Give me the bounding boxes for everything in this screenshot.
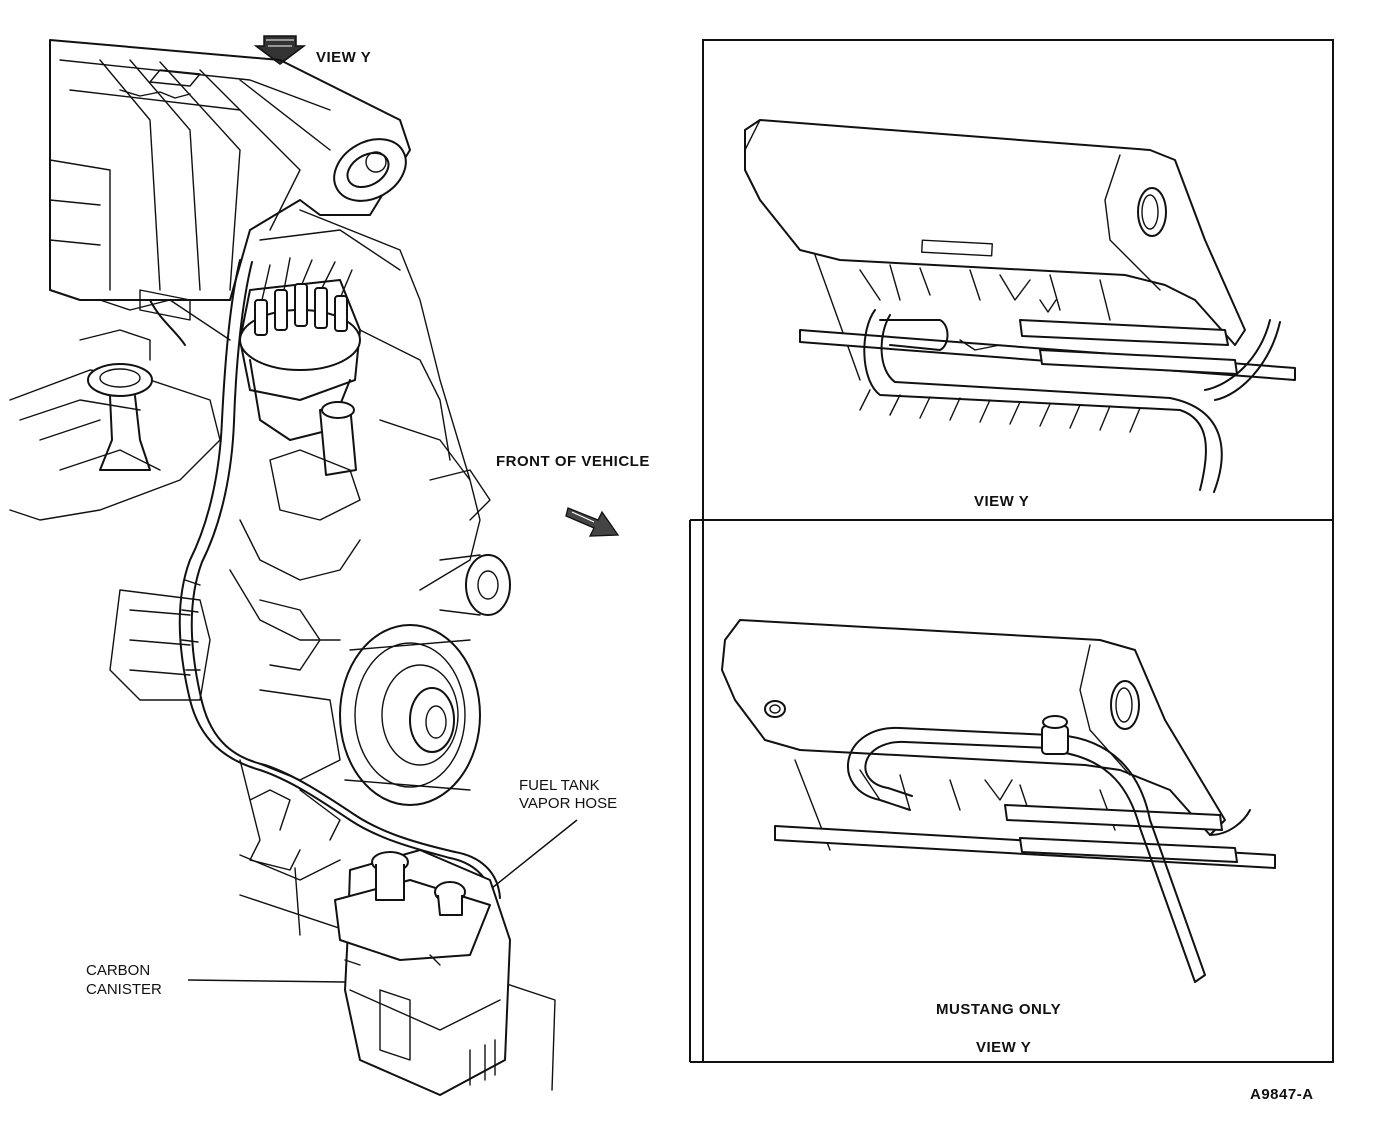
upper-view-assembly xyxy=(744,119,1296,493)
carbon-canister xyxy=(239,849,556,1096)
canister-leader xyxy=(187,979,346,983)
lower-view-assembly xyxy=(721,619,1276,983)
carbon-canister-label-2: CANISTER xyxy=(86,981,162,998)
fuel-tank-vapor-hose-label-2: VAPOR HOSE xyxy=(519,795,618,812)
canister-bracket-area xyxy=(239,759,341,881)
carbon-canister-label-1: CARBON xyxy=(86,962,151,979)
engine-block xyxy=(109,209,511,806)
figure-id-label: A9847-A xyxy=(1250,1086,1314,1103)
view-y-top-label: VIEW Y xyxy=(316,49,372,66)
view-y-lower-panel-label: VIEW Y xyxy=(976,1039,1032,1056)
engine-illustration xyxy=(9,35,620,1096)
vapor-hose xyxy=(178,259,501,901)
view-y-upper-panel-label: VIEW Y xyxy=(974,493,1030,510)
vapor-hose-leader xyxy=(491,819,578,889)
panel-frame xyxy=(702,39,1334,1063)
view-y-arrow xyxy=(253,35,307,65)
mustang-only-label: MUSTANG ONLY xyxy=(936,1001,1062,1018)
fuel-tank-vapor-hose-label-1: FUEL TANK xyxy=(519,777,600,794)
intake-plenum xyxy=(49,39,411,301)
front-arrow xyxy=(565,507,620,537)
front-of-vehicle-label: FRONT OF VEHICLE xyxy=(496,453,650,470)
